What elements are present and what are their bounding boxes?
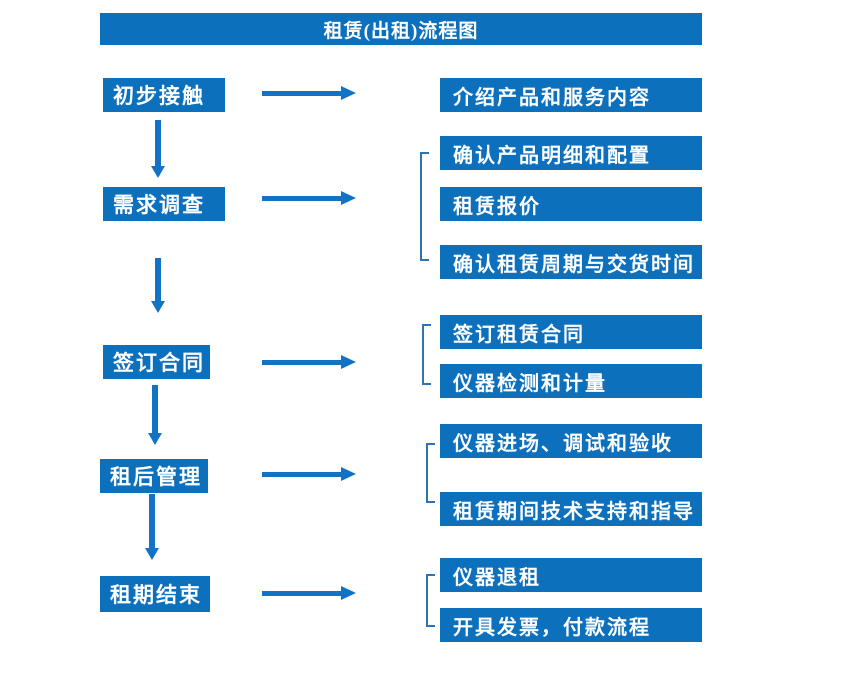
right-arrow-shaft bbox=[262, 195, 341, 201]
down-arrow-shaft bbox=[152, 385, 158, 433]
down-arrow-head bbox=[151, 166, 165, 178]
group-bracket-icon bbox=[426, 443, 435, 503]
right-arrow-shaft bbox=[262, 359, 341, 365]
down-arrow-shaft bbox=[155, 258, 161, 301]
right-arrow-head bbox=[341, 355, 356, 369]
down-arrow-icon bbox=[151, 120, 165, 178]
right-arrow-shaft bbox=[262, 590, 341, 596]
output-box-instrument-testing: 仪器检测和计量 bbox=[440, 364, 702, 398]
right-arrow-icon bbox=[262, 86, 356, 100]
right-arrow-shaft bbox=[262, 90, 341, 96]
right-arrow-icon bbox=[262, 467, 356, 481]
flowchart-title: 租赁(出租)流程图 bbox=[100, 13, 702, 45]
stage-box-sign-contract: 签订合同 bbox=[103, 345, 210, 379]
output-box-rental-quote: 租赁报价 bbox=[440, 187, 702, 221]
output-box-instrument-setup: 仪器进场、调试和验收 bbox=[440, 424, 702, 458]
output-box-tech-support: 租赁期间技术支持和指导 bbox=[440, 492, 702, 526]
output-box-confirm-period: 确认租赁周期与交货时间 bbox=[440, 245, 702, 279]
down-arrow-icon bbox=[151, 258, 165, 313]
group-bracket-icon bbox=[422, 324, 431, 385]
stage-box-rental-end: 租期结束 bbox=[100, 576, 210, 612]
right-arrow-head bbox=[341, 191, 356, 205]
down-arrow-icon bbox=[148, 385, 162, 445]
right-arrow-head bbox=[341, 467, 356, 481]
right-arrow-icon bbox=[262, 191, 356, 205]
down-arrow-shaft bbox=[155, 120, 161, 166]
right-arrow-icon bbox=[262, 355, 356, 369]
down-arrow-icon bbox=[145, 494, 159, 560]
stage-box-demand-survey: 需求调查 bbox=[103, 187, 225, 221]
group-bracket-icon bbox=[426, 574, 435, 627]
output-box-introduce-products: 介绍产品和服务内容 bbox=[440, 78, 702, 112]
stage-box-initial-contact: 初步接触 bbox=[103, 78, 225, 112]
down-arrow-head bbox=[148, 433, 162, 445]
down-arrow-head bbox=[145, 548, 159, 560]
right-arrow-head bbox=[341, 586, 356, 600]
right-arrow-head bbox=[341, 86, 356, 100]
stage-box-post-rental-mgmt: 租后管理 bbox=[100, 459, 208, 493]
output-box-confirm-details: 确认产品明细和配置 bbox=[440, 136, 702, 170]
right-arrow-shaft bbox=[262, 471, 341, 477]
output-box-sign-rental-contract: 签订租赁合同 bbox=[440, 315, 702, 349]
output-box-invoice-payment: 开具发票，付款流程 bbox=[440, 608, 702, 642]
group-bracket-icon bbox=[420, 152, 429, 261]
down-arrow-head bbox=[151, 301, 165, 313]
down-arrow-shaft bbox=[149, 494, 155, 548]
output-box-instrument-return: 仪器退租 bbox=[440, 558, 702, 592]
right-arrow-icon bbox=[262, 586, 356, 600]
